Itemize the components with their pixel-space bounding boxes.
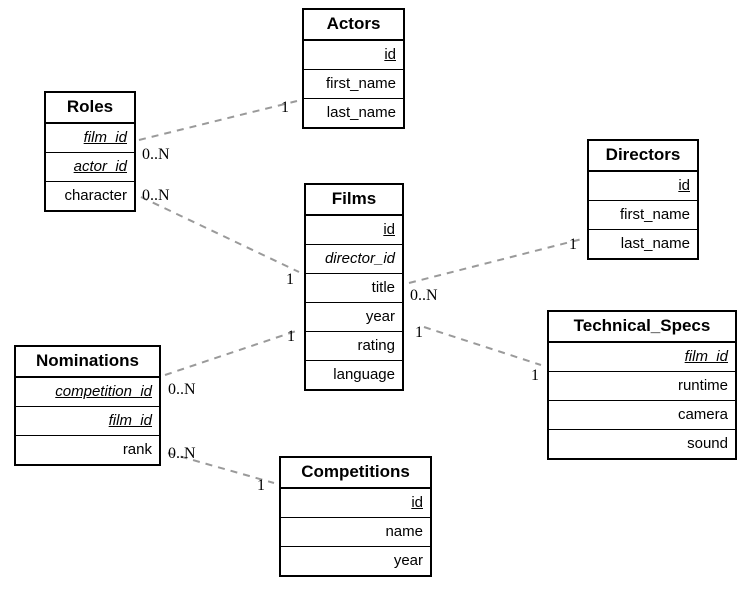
attribute-directors-last_name[interactable]: last_name — [620, 235, 690, 252]
attribute-films-director_id[interactable]: director_id — [306, 245, 402, 274]
cardinality-label-nominations-films-from: 0..N — [168, 381, 196, 398]
attribute-roles-film_id[interactable]: film_id — [46, 124, 134, 153]
attribute-films-id[interactable]: id — [306, 216, 402, 245]
attribute-technical_specs-film_id[interactable]: film_id — [549, 343, 735, 372]
cardinality-label-films-technical-specs-from: 1 — [415, 324, 423, 341]
cardinality-label-nominations-competitions-from: 0..N — [168, 445, 196, 462]
attribute-competitions-year[interactable]: year — [393, 552, 423, 569]
attribute-films-title[interactable]: title — [306, 274, 402, 303]
attribute-competitions-id[interactable]: id — [281, 489, 430, 518]
attribute-films-year[interactable]: year — [306, 303, 402, 332]
entity-title-nominations: Nominations — [16, 347, 159, 378]
cardinality-label-films-directors-from: 0..N — [410, 287, 438, 304]
cardinality-label-roles-films-to: 1 — [286, 271, 294, 288]
attribute-roles-actor_id[interactable]: actor_id — [46, 153, 134, 182]
cardinality-label-roles-actors-from: 0..N — [142, 146, 170, 163]
cardinality-label-nominations-competitions-to: 1 — [257, 477, 265, 494]
attribute-nominations-film_id[interactable]: film_id — [16, 407, 159, 436]
cardinality-label-films-directors-to: 1 — [569, 236, 577, 253]
entity-title-roles: Roles — [46, 93, 134, 124]
relationship-line-films-directors — [408, 238, 583, 284]
relationship-line-roles-films — [140, 196, 300, 273]
cardinality-label-nominations-films-to: 1 — [287, 328, 295, 345]
attribute-nominations-rank[interactable]: rank — [122, 441, 152, 458]
entity-title-directors: Directors — [589, 141, 697, 172]
relationship-line-nominations-films — [164, 329, 300, 376]
attribute-actors-id[interactable]: id — [304, 41, 403, 70]
entity-title-actors: Actors — [304, 10, 403, 41]
entity-title-technical_specs: Technical_Specs — [549, 312, 735, 343]
attribute-films-language[interactable]: language — [333, 366, 395, 383]
attribute-competitions-name[interactable]: name — [281, 518, 430, 547]
attribute-technical_specs-sound[interactable]: sound — [687, 435, 728, 452]
attribute-actors-first_name[interactable]: first_name — [304, 70, 403, 99]
entity-title-films: Films — [306, 185, 402, 216]
entity-title-competitions: Competitions — [281, 458, 430, 489]
attribute-films-rating[interactable]: rating — [306, 332, 402, 361]
attribute-directors-id[interactable]: id — [589, 172, 697, 201]
attribute-directors-first_name[interactable]: first_name — [589, 201, 697, 230]
cardinality-label-films-technical-specs-to: 1 — [531, 367, 539, 384]
attribute-actors-last_name[interactable]: last_name — [326, 104, 396, 121]
cardinality-label-roles-actors-to: 1 — [281, 99, 289, 116]
cardinality-label-roles-films-from: 0..N — [142, 187, 170, 204]
relationship-line-films-technical-specs — [423, 326, 542, 366]
attribute-nominations-competition_id[interactable]: competition_id — [16, 378, 159, 407]
attribute-roles-character[interactable]: character — [64, 187, 127, 204]
attribute-technical_specs-camera[interactable]: camera — [549, 401, 735, 430]
attribute-technical_specs-runtime[interactable]: runtime — [549, 372, 735, 401]
relationship-line-roles-actors — [138, 100, 298, 141]
